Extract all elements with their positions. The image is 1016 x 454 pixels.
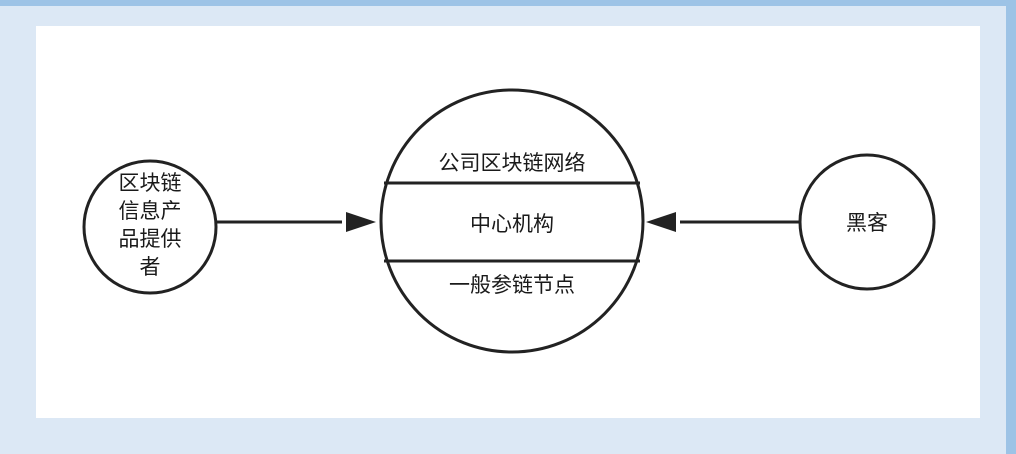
left-node-line-3: 品提供 [119, 227, 182, 251]
right-node-label: 黑客 [846, 211, 888, 235]
center-bottom-label: 一般参链节点 [449, 273, 575, 297]
top-border [0, 0, 1016, 6]
center-node-circle [379, 88, 645, 354]
left-node-line-2: 信息产 [119, 199, 182, 223]
center-node: 公司区块链网络 中心机构 一般参链节点 [379, 88, 645, 354]
arrow-right-to-center [646, 212, 800, 232]
left-node: 区块链 信息产 品提供 者 [82, 159, 218, 295]
arrow-right-head [646, 212, 676, 232]
right-node: 黑客 [798, 153, 936, 291]
center-top-label: 公司区块链网络 [439, 151, 586, 175]
right-border [1006, 0, 1016, 454]
center-middle-label: 中心机构 [470, 212, 554, 236]
left-node-line-4: 者 [140, 255, 161, 279]
left-node-circle [82, 159, 218, 295]
arrow-left-to-center [216, 212, 376, 232]
left-node-line-1: 区块链 [119, 171, 182, 195]
right-node-circle [798, 153, 936, 291]
arrow-left-head [346, 212, 376, 232]
